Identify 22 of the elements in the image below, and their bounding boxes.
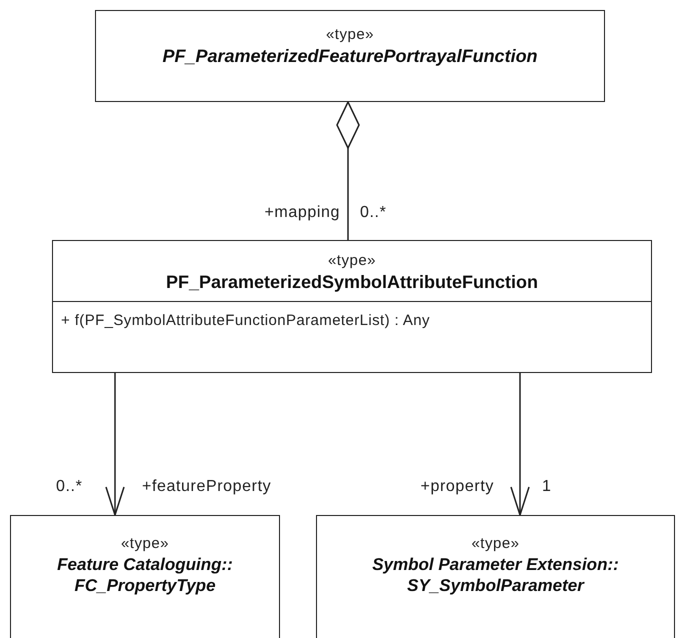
- class-name: Symbol Parameter Extension:: SY_SymbolParameter: [371, 554, 620, 596]
- class-box: [10, 515, 280, 638]
- multiplicity: 0..*: [56, 478, 82, 496]
- multiplicity: 0..*: [360, 204, 386, 222]
- class-name: PF_ParameterizedSymbolAttributeFunction: [166, 270, 538, 293]
- aggregation-line: [336, 101, 360, 240]
- class-box: [95, 10, 605, 102]
- association-arrow: [510, 373, 530, 516]
- role-name: +mapping: [264, 204, 340, 222]
- stereotype-text: «type»: [326, 25, 374, 44]
- class-box: [52, 240, 652, 373]
- role-name: +featureProperty: [142, 478, 272, 496]
- role-name: +property: [420, 478, 494, 496]
- class-box: [316, 515, 675, 638]
- association-arrow: [105, 373, 125, 516]
- stereotype-text: «type»: [328, 251, 376, 270]
- stereotype-text: «type»: [120, 534, 170, 554]
- class-name: Feature Cataloguing:: FC_PropertyType: [56, 554, 234, 596]
- class-name: PF_ParameterizedFeaturePortrayalFunction: [162, 44, 538, 67]
- operation-text: + f(PF_SymbolAttributeFunctionParameterList) : Any: [61, 312, 430, 329]
- stereotype-text: «type»: [471, 534, 520, 554]
- multiplicity: 1: [542, 478, 552, 496]
